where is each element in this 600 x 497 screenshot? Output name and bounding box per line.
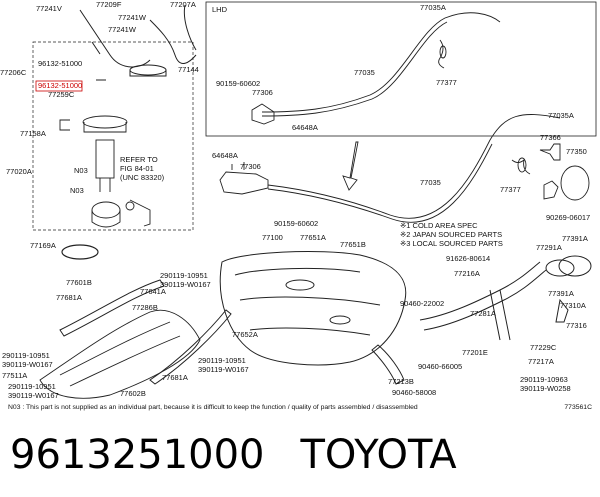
part-number: 9613251000: [10, 432, 265, 478]
part-label: 77169A: [30, 241, 56, 250]
part-label: 77651A: [300, 233, 326, 242]
part-label: 77651B: [340, 240, 366, 249]
part-label: 90460-66005: [418, 362, 462, 371]
fuel-door: [539, 143, 590, 201]
legend-item: ※3 LOCAL SOURCED PARTS: [400, 239, 503, 248]
part-label: LHD: [212, 5, 228, 14]
part-label: 96132-51000: [38, 81, 82, 90]
part-label: 77281A: [470, 309, 496, 318]
caption: 9613251000 TOYOTA: [10, 432, 457, 478]
footnote: N03 : This part is not supplied as an in…: [8, 404, 418, 411]
part-label: 77366: [540, 133, 561, 142]
part-label: N03: [74, 166, 88, 175]
heat-shield: [39, 309, 201, 399]
part-label: 290119-10951: [8, 382, 56, 391]
brand-name: TOYOTA: [300, 432, 457, 478]
part-label: 90159-60602: [274, 219, 318, 228]
part-label: 77241V: [36, 4, 62, 13]
part-label: 77306: [240, 162, 261, 171]
part-label: 77377: [500, 185, 521, 194]
lhd-inset-box: [205, 1, 597, 137]
legend-item: ※1 COLD AREA SPEC: [400, 221, 478, 230]
part-labels: 77241V 77209F 77207A 77035A 77241W 77241W 7714…: [0, 0, 590, 400]
part-label: REFER TO: [120, 155, 158, 164]
part-label: 77286B: [132, 303, 158, 312]
part-label: 90269-06017: [546, 213, 590, 222]
part-label: 77144: [178, 65, 199, 74]
part-label: 91626-80614: [446, 254, 490, 263]
diagram-code: 773561C: [564, 404, 592, 411]
part-label: FIG 84-01: [120, 164, 154, 173]
part-label: 90159-60602: [216, 79, 260, 88]
part-label: 77377: [436, 78, 457, 87]
part-label: 290119-10963: [520, 375, 568, 384]
part-label: 77350: [566, 147, 587, 156]
part-label: 77681A: [56, 293, 82, 302]
down-arrow: [342, 141, 359, 191]
part-label: N03: [70, 186, 84, 195]
part-label: 290119-10951: [160, 271, 208, 280]
part-label: 390119-W0167: [8, 391, 59, 400]
part-label: 77601B: [66, 278, 92, 287]
part-label: 77035A: [548, 111, 574, 120]
legend-item: ※2 JAPAN SOURCED PARTS: [400, 230, 502, 239]
part-label: (UNC 83320): [120, 173, 165, 182]
part-label: 77652A: [232, 330, 258, 339]
part-label: 77306: [252, 88, 273, 97]
part-label: 390119-W0167: [2, 360, 53, 369]
gasket-ring: [61, 244, 99, 260]
part-label: 390119-W0167: [198, 365, 249, 374]
part-label: 77213B: [388, 377, 414, 386]
part-label: 77316: [566, 321, 587, 330]
main-cable: [219, 114, 561, 223]
part-label: 77291A: [536, 243, 562, 252]
part-label: 77241W: [108, 25, 137, 34]
tank-straps: [59, 279, 232, 385]
part-label: 290119-10951: [198, 356, 246, 365]
fuel-tank: [219, 250, 407, 366]
part-label: 77216A: [454, 269, 480, 278]
parts-diagram: 77241V 77209F 77207A 77035A 77241W 77241W 7714…: [0, 0, 597, 400]
part-label: 77641A: [140, 287, 166, 296]
part-label: 77310A: [560, 301, 586, 310]
part-label: 77681A: [162, 373, 188, 382]
part-label: 77035: [354, 68, 375, 77]
part-label: 77206C: [0, 68, 27, 77]
part-label: 77259C: [48, 90, 75, 99]
part-label: 77100: [262, 233, 283, 242]
part-label: 77201E: [462, 348, 488, 357]
part-label: 64648A: [292, 123, 318, 132]
part-label: 77020A: [6, 167, 32, 176]
part-label: 77209F: [96, 0, 122, 9]
part-label: 390119-W0167: [160, 280, 211, 289]
part-label: 77035: [420, 178, 441, 187]
fuel-pump-assembly: [59, 115, 151, 228]
part-label: 77241W: [118, 13, 147, 22]
part-label: 96132-51000: [38, 59, 82, 68]
part-label: 64648A: [212, 151, 238, 160]
part-label: 90460-22002: [400, 299, 444, 308]
part-label: 77158A: [20, 129, 46, 138]
part-label: 77035A: [420, 3, 446, 12]
part-label: 77391A: [548, 289, 574, 298]
highlight-box: [35, 80, 83, 92]
part-label: 77602B: [120, 389, 146, 398]
fuel-pump-box: [32, 41, 194, 231]
legend: ※1 COLD AREA SPEC※2 JAPAN SOURCED PARTS※…: [400, 221, 503, 248]
part-label: 77207A: [170, 0, 196, 9]
part-label: 77217A: [528, 357, 554, 366]
part-label: 77391A: [562, 234, 588, 243]
filler-pipe: [371, 255, 592, 385]
part-label: 77511A: [2, 371, 27, 380]
lhd-cable: [251, 12, 501, 125]
part-label: 290119-10951: [2, 351, 50, 360]
part-label: 77229C: [530, 343, 557, 352]
top-hoses: [79, 4, 197, 81]
part-label: 390119-W0258: [520, 384, 571, 393]
part-label: 90460-58008: [392, 388, 436, 397]
